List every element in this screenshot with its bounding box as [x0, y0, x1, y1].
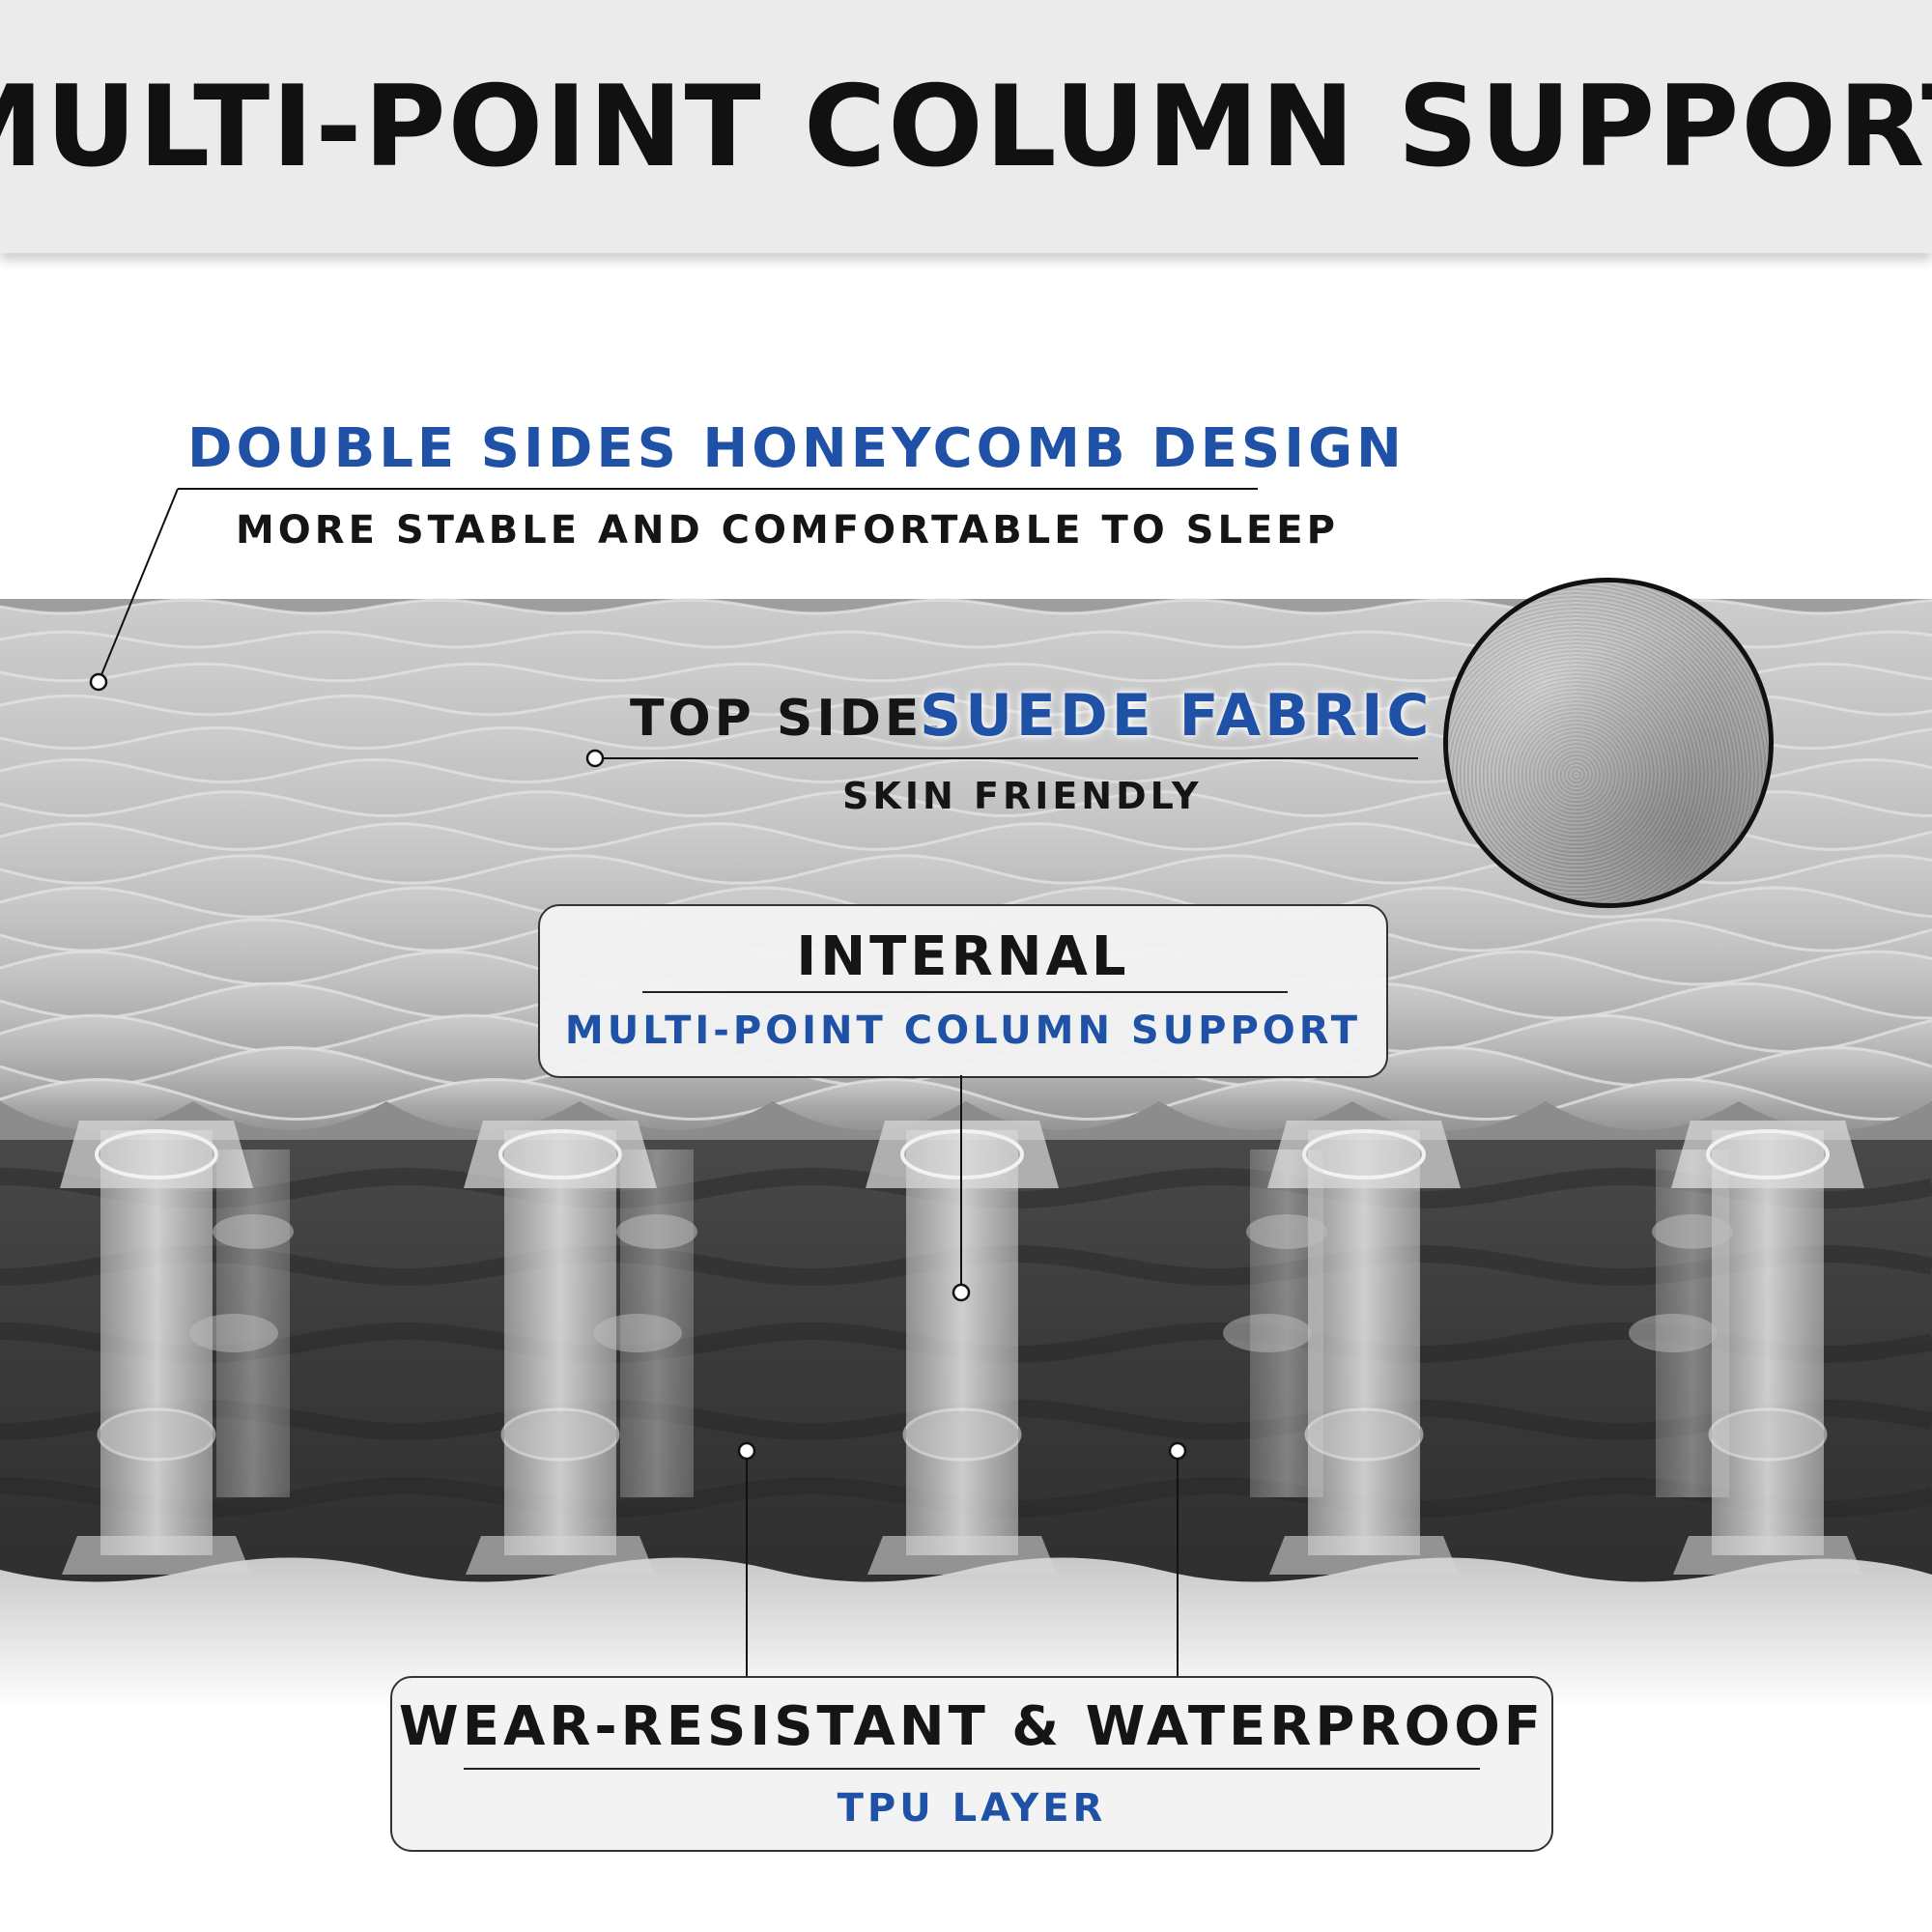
column-strut: [504, 1130, 616, 1555]
internal-callout: INTERNAL MULTI-POINT COLUMN SUPPORT: [538, 904, 1388, 1078]
column-pad: [97, 1407, 216, 1462]
column-cap-bottom: [1673, 1536, 1862, 1575]
column-pad-back: [616, 1214, 697, 1249]
column-strut: [906, 1130, 1018, 1555]
page-header: MULTI-POINT COLUMN SUPPORT: [0, 0, 1932, 253]
column-cap-top: [866, 1121, 1059, 1188]
internal-subtitle: MULTI-POINT COLUMN SUPPORT: [564, 1009, 1362, 1053]
column-cap-bottom: [62, 1536, 251, 1575]
ridge-highlight: [0, 1077, 1932, 1122]
column-pad: [900, 1129, 1024, 1179]
top-side-highlight: SUEDE FABRIC: [920, 682, 1434, 750]
internal-divider: [642, 991, 1288, 993]
bottom-subtitle: TPU LAYER: [837, 1786, 1107, 1831]
column-pad-back: [213, 1214, 294, 1249]
bottom-divider: [464, 1768, 1480, 1770]
page-title: MULTI-POINT COLUMN SUPPORT: [0, 61, 1932, 192]
top-side-prefix: TOP SIDE:: [630, 690, 948, 748]
column-strut: [1308, 1130, 1420, 1555]
column-cap-bottom: [1269, 1536, 1459, 1575]
column-pad: [902, 1407, 1022, 1462]
column-pad-back: [1652, 1214, 1733, 1249]
column-pad-back: [1629, 1314, 1718, 1352]
bottom-callout: WEAR-RESISTANT & WATERPROOF TPU LAYER: [390, 1676, 1553, 1852]
column-cap-top: [464, 1121, 657, 1188]
column-strut: [100, 1130, 213, 1555]
internal-title: INTERNAL: [796, 925, 1130, 988]
suede-fabric-swatch: [1443, 578, 1774, 908]
column-strut: [1712, 1130, 1824, 1555]
column-pad-back: [1246, 1214, 1327, 1249]
column-cap-bottom: [466, 1536, 655, 1575]
column-cap-bottom: [867, 1536, 1057, 1575]
top-side-subtitle: SKIN FRIENDLY: [842, 775, 1203, 817]
column-pad-back: [1223, 1314, 1312, 1352]
support-columns: [60, 1121, 1864, 1575]
bottom-title: WEAR-RESISTANT & WATERPROOF: [398, 1695, 1546, 1758]
column-pad: [500, 1407, 620, 1462]
column-pad-back: [189, 1314, 278, 1352]
honeycomb-title: DOUBLE SIDES HONEYCOMB DESIGN: [187, 417, 1406, 480]
column-pad-back: [593, 1314, 682, 1352]
column-cap-top: [60, 1121, 253, 1188]
honeycomb-subtitle: MORE STABLE AND COMFORTABLE TO SLEEP: [236, 508, 1339, 553]
